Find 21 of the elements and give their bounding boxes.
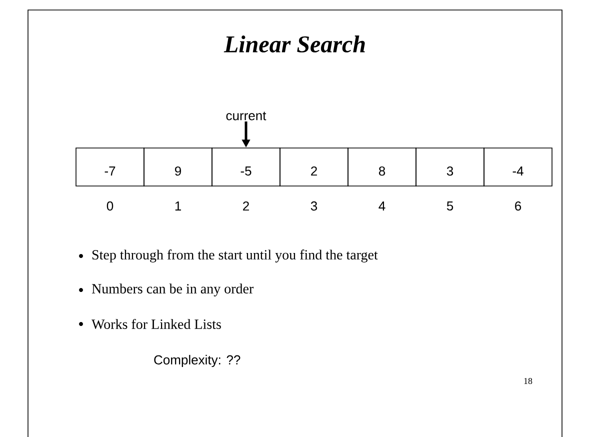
index-number: 6: [515, 201, 522, 211]
index-number: 3: [310, 201, 318, 211]
array-cell: -5: [212, 148, 280, 186]
index-number: 0: [106, 201, 114, 211]
bullet-point: Works for Linked Lists: [92, 318, 221, 330]
bullet-point: Step through from the start until you find the target: [92, 250, 378, 262]
array-cell: 3: [416, 148, 484, 186]
complexity-note: Complexity: ??: [154, 354, 240, 368]
array-cell: 2: [280, 148, 348, 186]
slide-title: Linear Search: [224, 36, 365, 52]
array-cell: 9: [144, 148, 212, 186]
array-cell: -7: [76, 148, 144, 186]
pointer-label: current: [226, 112, 266, 120]
array-cell: 8: [348, 148, 416, 186]
index-number: 2: [243, 201, 249, 211]
index-number: 4: [378, 202, 386, 210]
page-number: 18: [524, 378, 532, 384]
index-number: 1: [175, 202, 181, 210]
bullet-point: Numbers can be in any order: [92, 284, 254, 296]
array-cell: -4: [484, 148, 552, 186]
index-number: 5: [446, 201, 454, 211]
